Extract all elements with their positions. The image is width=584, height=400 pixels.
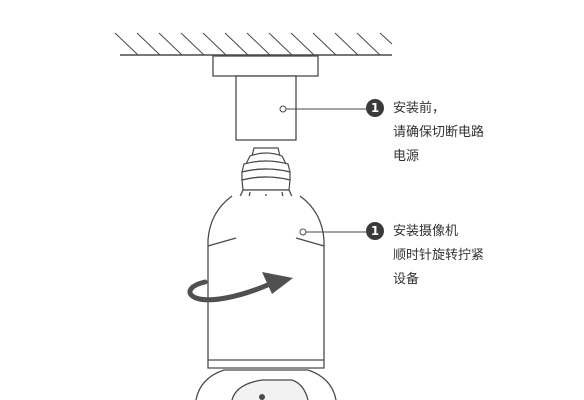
ceiling: [114, 32, 393, 56]
step-number-badge: 1: [366, 99, 384, 117]
callout-line: 请确保切断电路: [393, 125, 485, 140]
camera-body: [195, 189, 337, 400]
callout-line: 电源: [393, 149, 420, 164]
callout-line: 安装摄像机: [393, 224, 459, 239]
step-number-badge: 1: [366, 222, 384, 240]
callout-before-install: 1 安装前， 请确保切断电路 电源: [366, 97, 484, 169]
callout-line: 顺时针旋转拧紧: [393, 248, 485, 263]
callout-text: 安装摄像机 顺时针旋转拧紧 设备: [393, 220, 484, 292]
callout-line: 安装前，: [393, 101, 446, 116]
screw-base: [241, 147, 291, 191]
callout-line: 设备: [393, 272, 420, 287]
callout-install-camera: 1 安装摄像机 顺时针旋转拧紧 设备: [366, 220, 484, 292]
lamp-socket: [212, 55, 319, 141]
rotation-arrow: [187, 272, 293, 303]
leader-lines: [279, 105, 366, 236]
callout-text: 安装前， 请确保切断电路 电源: [393, 97, 484, 169]
